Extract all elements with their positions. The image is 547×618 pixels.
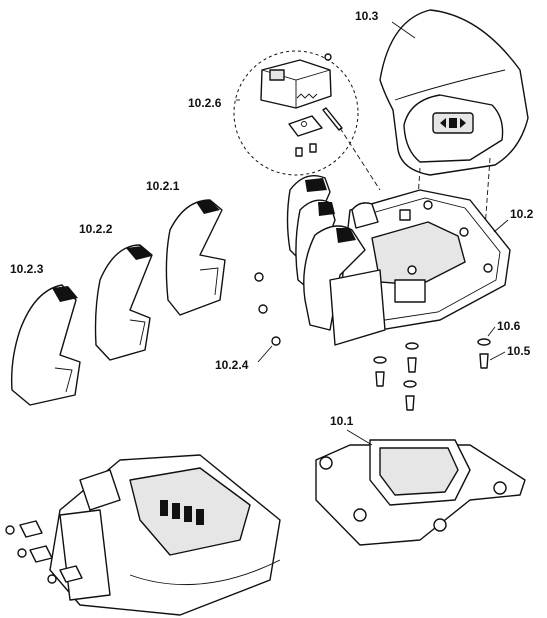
leader-10-2-4 — [257, 345, 273, 363]
leader-10-5 — [489, 351, 506, 361]
assembly-line-c — [339, 127, 381, 191]
base-plate-10-1 — [315, 439, 526, 546]
grip-10-2-1 — [165, 199, 226, 316]
label-10-2-2: 10.2.2 — [79, 222, 113, 236]
label-10-1: 10.1 — [330, 414, 354, 428]
screws-10-5 — [373, 338, 491, 411]
label-10-2-6: 10.2.6 — [188, 96, 222, 110]
label-10-2: 10.2 — [510, 207, 534, 221]
grips-assembled — [286, 175, 386, 346]
label-10-6: 10.6 — [497, 319, 521, 333]
leader-10-6 — [487, 326, 496, 337]
leader-10-2 — [493, 219, 509, 233]
leader-10-3 — [391, 21, 416, 39]
grip-10-2-2 — [94, 244, 153, 361]
label-10-2-3: 10.2.3 — [10, 262, 44, 276]
cover-10-3 — [379, 9, 529, 176]
label-10-2-4: 10.2.4 — [215, 358, 249, 372]
leader-10-1 — [346, 429, 373, 446]
grip-10-2-3 — [10, 284, 81, 406]
label-10-5: 10.5 — [507, 344, 531, 358]
control-block-assembly — [5, 454, 281, 616]
label-10-2-1: 10.2.1 — [146, 179, 180, 193]
assembly-line-a — [411, 167, 421, 291]
screws-10-2-4 — [254, 272, 281, 346]
detail-circle-10-2-6 — [233, 50, 359, 176]
label-10-3: 10.3 — [355, 9, 379, 23]
